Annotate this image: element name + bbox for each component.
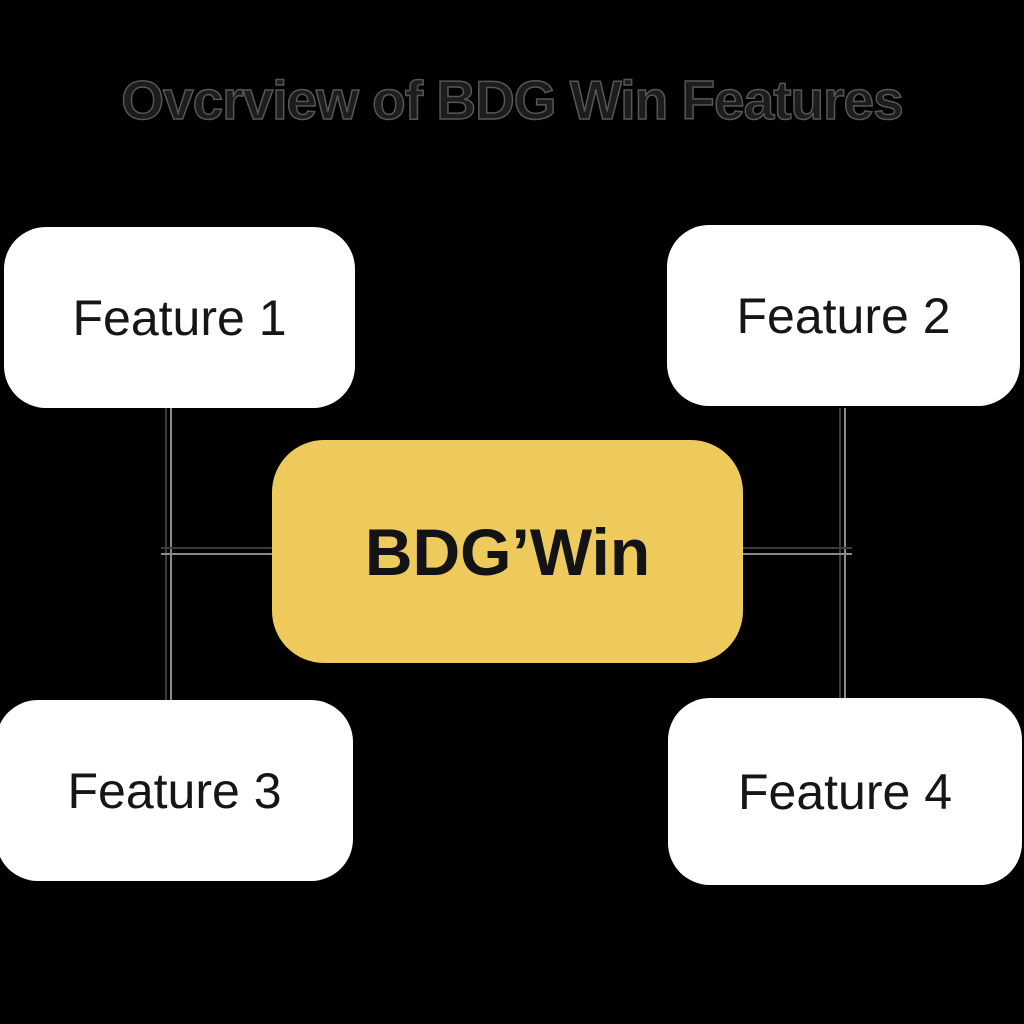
connector-left-horizontal [161,547,272,555]
connector-right-horizontal [743,547,852,555]
node-feature-4: Feature 4 [668,698,1022,885]
node-center-label: BDG’Win [364,514,651,589]
node-feature-2-label: Feature 2 [736,287,951,344]
diagram-title: Ovcrview of BDG Win Features [121,68,905,132]
node-feature-2: Feature 2 [667,225,1020,406]
node-feature-3: Feature 3 [0,700,353,881]
node-center-bdg-win: BDG’Win [272,440,743,663]
node-feature-1-label: Feature 1 [72,289,287,346]
node-feature-4-label: Feature 4 [737,763,952,820]
node-feature-1: Feature 1 [4,227,355,408]
node-feature-3-label: Feature 3 [67,762,282,819]
